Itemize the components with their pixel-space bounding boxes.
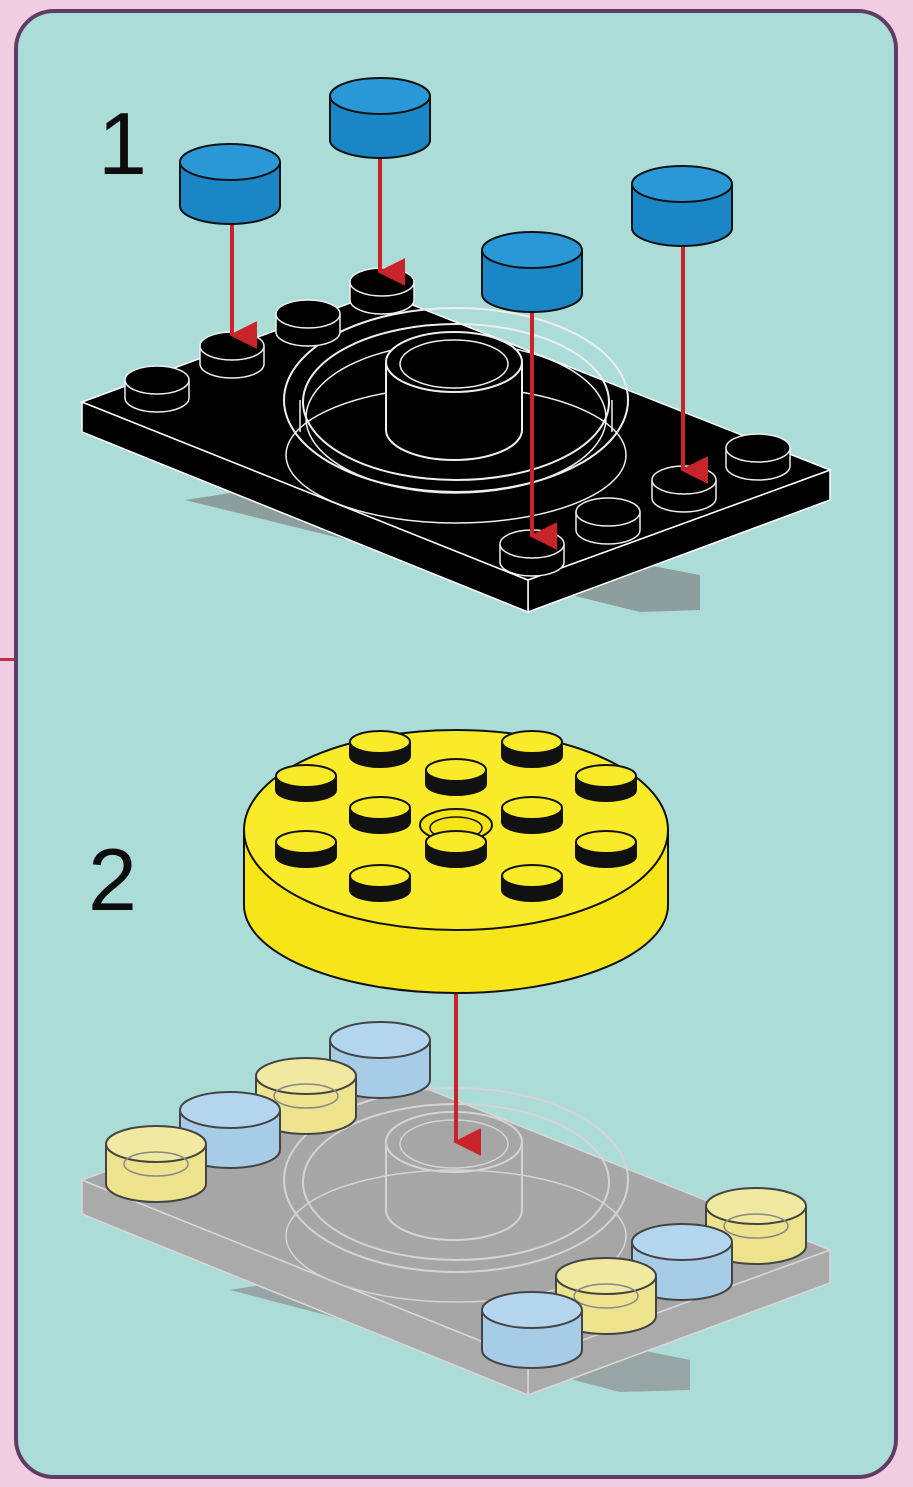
blue-round-tiles	[180, 78, 732, 312]
stud-icon	[125, 366, 189, 412]
black-base-plate-icon	[82, 292, 830, 612]
yellow-round-tile-icon	[106, 1126, 206, 1202]
stud-icon	[200, 332, 264, 378]
stud-icon	[350, 268, 414, 314]
stud-icon	[276, 831, 336, 867]
stud-icon	[426, 831, 486, 867]
stud-icon	[276, 300, 340, 346]
blue-round-tile-icon	[180, 144, 280, 224]
stud-icon	[576, 498, 640, 544]
blue-round-tile-icon	[330, 78, 430, 158]
stud-icon	[502, 865, 562, 901]
stud-icon	[350, 797, 410, 833]
blue-round-tile-icon	[482, 232, 582, 312]
stud-icon	[426, 759, 486, 795]
stud-icon	[350, 731, 410, 767]
stud-icon	[500, 530, 564, 576]
stud-icon	[350, 865, 410, 901]
step-number: 1	[98, 100, 147, 188]
step-number: 2	[88, 836, 137, 924]
stud-icon	[726, 434, 790, 480]
blue-round-tile-icon	[632, 166, 732, 246]
blue-round-tile-icon	[482, 1292, 582, 1368]
stud-icon	[502, 731, 562, 767]
stud-icon	[276, 765, 336, 801]
stud-icon	[576, 831, 636, 867]
stud-icon	[652, 466, 716, 512]
stud-icon	[502, 797, 562, 833]
stud-icon	[576, 765, 636, 801]
